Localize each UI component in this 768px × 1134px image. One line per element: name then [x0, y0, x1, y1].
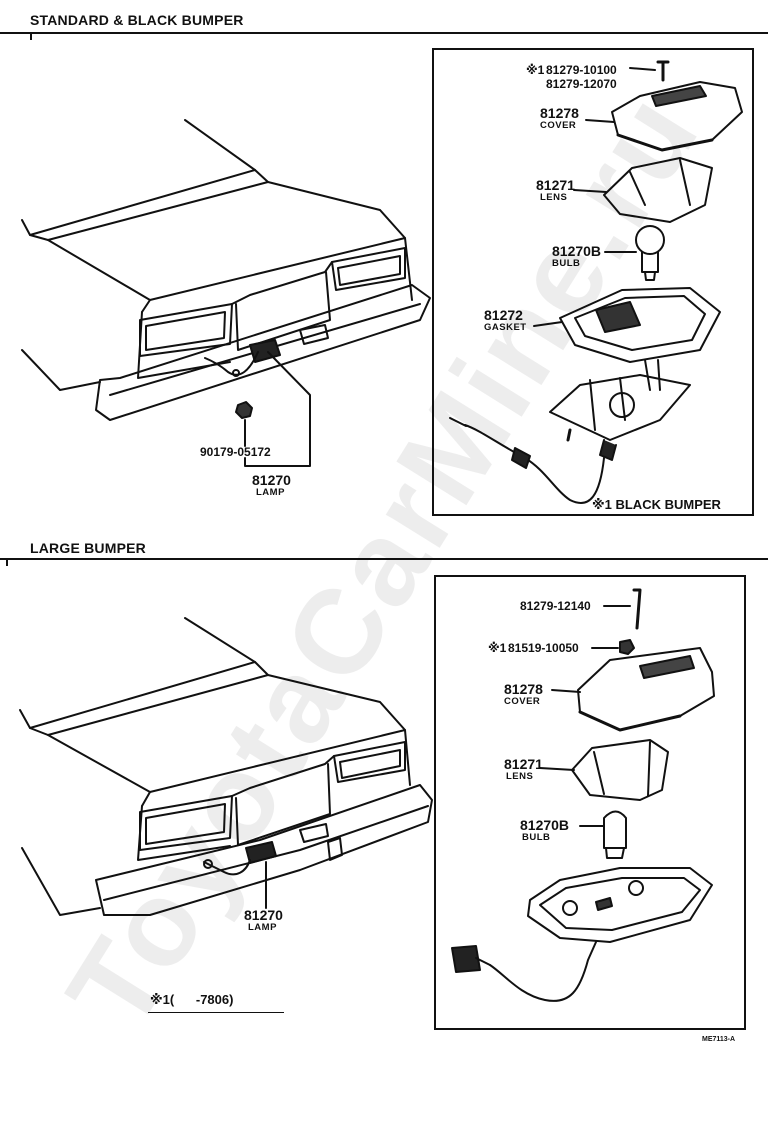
bottom-nut-part-number: 81519-10050: [508, 641, 579, 655]
black-bumper-footnote: ※1 BLACK BUMPER: [592, 497, 721, 512]
top-lamp-part-number: 81270: [252, 472, 291, 488]
bottom-bulb-part-number: 81270B: [520, 817, 570, 833]
top-nut-part-number: 90179-05172: [200, 445, 271, 459]
bottom-cover-name: COVER: [504, 696, 541, 707]
divider-tick-bottom: [6, 558, 8, 566]
section-title-large-bumper: LARGE BUMPER: [30, 540, 146, 556]
bottom-screw-part-number: 81279-12140: [520, 599, 591, 613]
top-cover-part-number: 81278: [540, 105, 579, 121]
top-lens-part-number: 81271: [536, 177, 575, 193]
bottom-lamp-name: LAMP: [248, 922, 277, 933]
footnote-underline: [148, 1012, 284, 1013]
bottom-lamp-part-number: 81270: [244, 907, 283, 923]
bottom-footnote: ※1( -7806): [150, 992, 234, 1007]
top-lamp-name: LAMP: [256, 487, 285, 498]
section-divider-top: [0, 32, 768, 34]
bottom-nut-mark: ※1: [488, 641, 507, 655]
divider-tick: [30, 32, 32, 40]
top-lens-name: LENS: [540, 192, 568, 203]
bottom-lens-part-number: 81271: [504, 756, 543, 772]
top-screw-part-a: 81279-10100: [546, 63, 617, 77]
top-bulb-part-number: 81270B: [552, 243, 602, 259]
bottom-detail-box: [434, 575, 746, 1030]
bottom-cover-part-number: 81278: [504, 681, 543, 697]
top-detail-box: [432, 48, 754, 516]
bottom-bulb-name: BULB: [522, 832, 551, 843]
top-screw-part-b: 81279-12070: [546, 77, 617, 91]
figure-code: ME7113-A: [702, 1036, 736, 1043]
bottom-lens-name: LENS: [506, 771, 534, 782]
top-screw-mark: ※1: [526, 63, 545, 77]
top-cover-name: COVER: [540, 120, 577, 131]
section-title-standard: STANDARD & BLACK BUMPER: [30, 12, 244, 28]
top-gasket-name: GASKET: [484, 322, 527, 333]
top-bulb-name: BULB: [552, 258, 581, 269]
top-gasket-part-number: 81272: [484, 307, 523, 323]
section-divider-bottom: [0, 558, 768, 560]
